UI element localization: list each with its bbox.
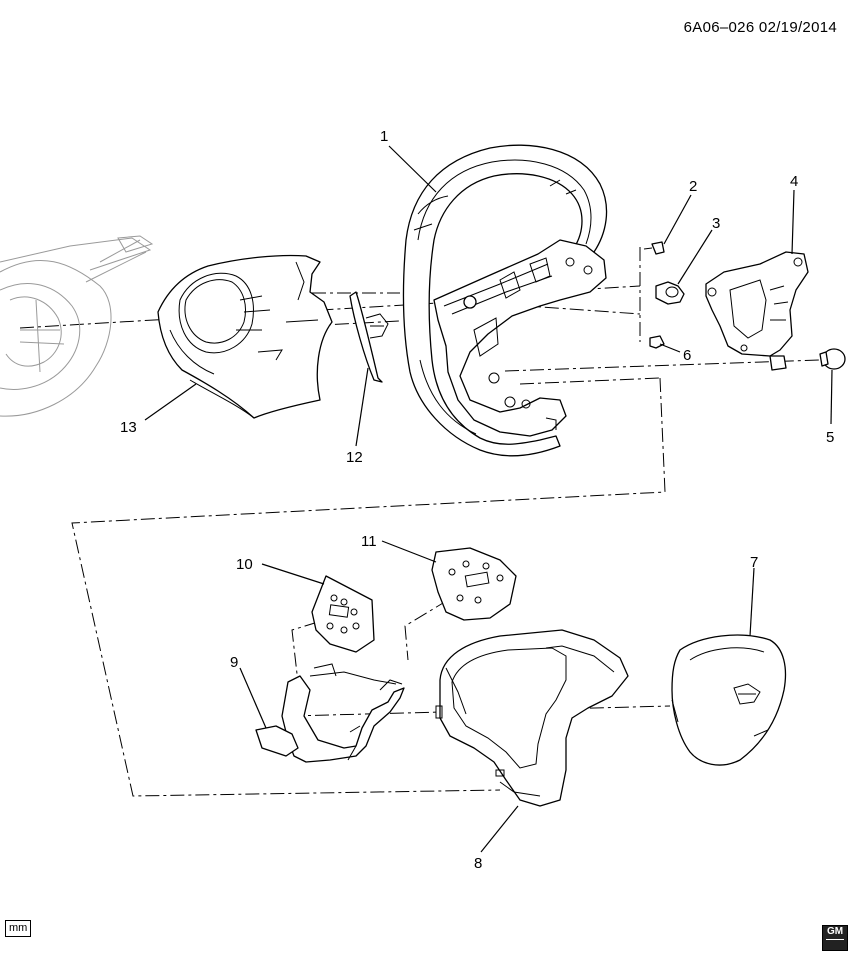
callout-4: 4 xyxy=(790,173,798,190)
trim-cover-part-12 xyxy=(349,291,389,383)
leader-lines xyxy=(144,145,833,853)
callout-9: 9 xyxy=(230,654,238,671)
gm-logo: GM xyxy=(822,925,848,951)
unit-indicator: mm xyxy=(5,920,32,937)
damper-part-3 xyxy=(655,281,685,305)
callout-7: 7 xyxy=(750,554,758,571)
bolt-part-2 xyxy=(643,241,665,255)
switch-part-10 xyxy=(311,575,375,653)
airbag-module-part-7 xyxy=(671,634,787,766)
callout-labels: 1 2 3 4 5 6 7 8 9 10 11 12 13 xyxy=(120,128,834,872)
callout-1: 1 xyxy=(380,128,388,145)
damper-part-5 xyxy=(819,348,846,370)
callout-8: 8 xyxy=(474,855,482,872)
switch-part-11 xyxy=(431,547,517,621)
steering-column-ghost xyxy=(0,235,154,417)
harness-part-9 xyxy=(255,663,405,763)
column-cover-part-13 xyxy=(157,254,333,419)
steering-wheel-part-1 xyxy=(402,144,608,457)
callout-6: 6 xyxy=(683,347,691,364)
callout-3: 3 xyxy=(712,215,720,232)
screw-part-6 xyxy=(649,335,665,349)
bracket-part-4 xyxy=(705,251,809,371)
bezel-part-8 xyxy=(435,629,629,807)
callout-13: 13 xyxy=(120,419,137,436)
callout-10: 10 xyxy=(236,556,253,573)
callout-12: 12 xyxy=(346,449,363,466)
callout-11: 11 xyxy=(361,533,377,550)
diagram-code-date: 6A06–026 02/19/2014 xyxy=(683,19,837,36)
callout-5: 5 xyxy=(826,429,834,446)
callout-2: 2 xyxy=(689,178,697,195)
